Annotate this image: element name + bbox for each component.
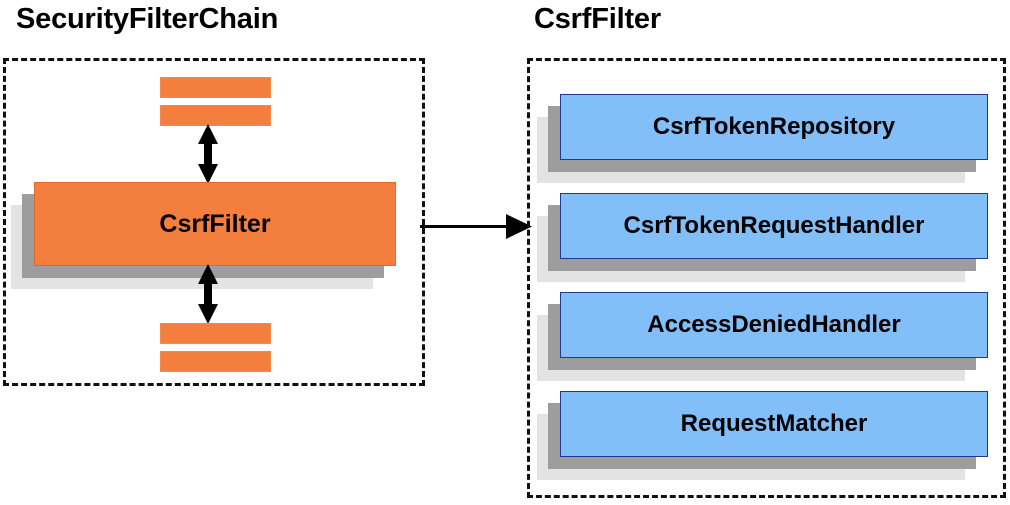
filter-bar-top-2 (160, 105, 271, 126)
filter-bar-bottom-2 (160, 351, 271, 372)
dependency-label: CsrfTokenRequestHandler (560, 193, 988, 259)
dependency-block-csrf-token-request-handler: CsrfTokenRequestHandler (537, 193, 988, 282)
csrf-filter-label: CsrfFilter (34, 182, 396, 266)
bottom-bidirectional-arrow-icon (198, 264, 218, 324)
dependency-label: RequestMatcher (560, 391, 988, 457)
left-panel-title: SecurityFilterChain (16, 3, 279, 35)
left-to-right-arrow-icon (420, 214, 532, 239)
right-panel-title: CsrfFilter (534, 3, 661, 35)
top-bidirectional-arrow-icon (198, 124, 218, 184)
dependency-block-csrf-token-repository: CsrfTokenRepository (537, 94, 988, 183)
csrf-filter-block: CsrfFilter (11, 182, 396, 289)
filter-bar-top-1 (160, 77, 271, 98)
dependency-block-access-denied-handler: AccessDeniedHandler (537, 292, 988, 381)
dependency-label: AccessDeniedHandler (560, 292, 988, 358)
csrf-filter-container (527, 58, 1006, 498)
security-filter-chain-container (3, 58, 425, 386)
filter-bar-bottom-1 (160, 323, 271, 344)
dependency-label: CsrfTokenRepository (560, 94, 988, 160)
dependency-block-request-matcher: RequestMatcher (537, 391, 988, 480)
